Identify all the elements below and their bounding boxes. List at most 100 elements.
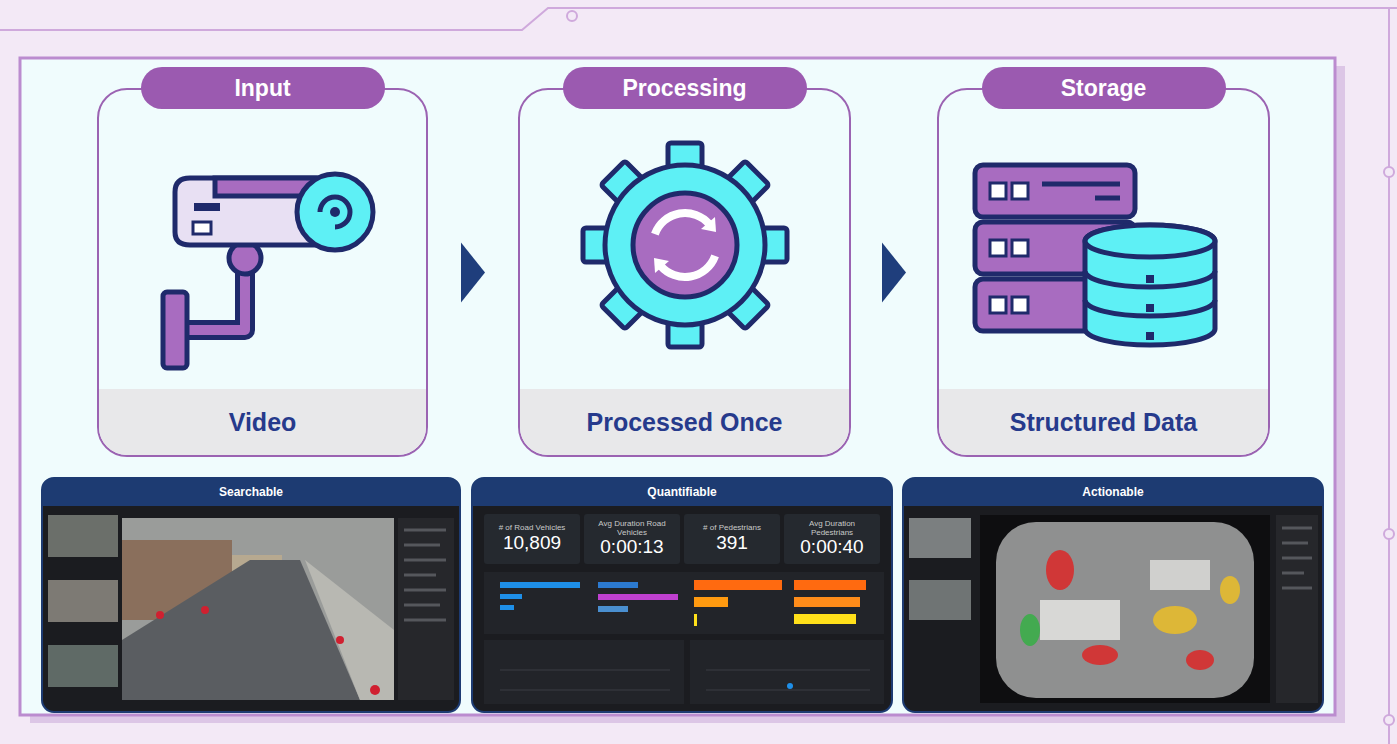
- screenshot-frame: [42, 478, 460, 712]
- flow-arrow: [461, 243, 485, 303]
- database-dot: [1146, 275, 1154, 283]
- chart-grid: [500, 670, 870, 690]
- screenshot-title: Quantifiable: [647, 485, 716, 499]
- stat-value: 391: [716, 533, 748, 554]
- chart-bar: [500, 594, 522, 599]
- stat-label: Avg Duration Pedestrians: [787, 520, 877, 538]
- screenshot-header: Actionable: [903, 478, 1323, 506]
- stat-label: # of Pedestrians: [703, 524, 761, 533]
- camera-arm: [187, 268, 245, 330]
- store-shelf: [1150, 560, 1210, 590]
- heat-spot: [1046, 550, 1074, 590]
- server-lines: [1042, 184, 1120, 198]
- person-marker: [370, 685, 380, 695]
- heatmap-screenshot: [903, 478, 1323, 712]
- chart-bar: [598, 582, 638, 588]
- screenshot-title: Searchable: [219, 485, 283, 499]
- person-marker: [336, 636, 344, 644]
- list-lines: [404, 530, 446, 620]
- camera-lens-ring: [320, 197, 350, 227]
- cycle-arrow-head: [654, 258, 669, 273]
- database-rings: [1085, 271, 1215, 316]
- thumbnail: [909, 580, 971, 620]
- heat-spot: [1153, 606, 1197, 634]
- chart-bar: [794, 614, 856, 624]
- search-screenshot: [42, 478, 460, 712]
- gear-wheel: [605, 165, 765, 325]
- chart-panel: [584, 572, 684, 634]
- heat-spot: [1020, 614, 1040, 646]
- flow-arrow: [882, 243, 906, 303]
- frame-dot: [567, 11, 577, 21]
- footer-band: Processed Once: [520, 389, 849, 455]
- chart-bar: [500, 605, 514, 610]
- screenshot-panel: Actionable: [903, 478, 1323, 712]
- chart-bar: [500, 582, 580, 588]
- server-unit: [975, 165, 1135, 217]
- server-led: [1012, 297, 1028, 313]
- screenshot-title: Actionable: [1082, 485, 1143, 499]
- chart-bar: [598, 594, 678, 600]
- stat-label: Avg Duration Road Vehicles: [587, 520, 677, 538]
- camera-lens-dot: [330, 207, 340, 217]
- camera-icon: [163, 174, 373, 368]
- fisheye-image: [996, 522, 1254, 698]
- gear-teeth: [583, 143, 787, 347]
- database-cylinder: [1085, 225, 1215, 345]
- camera-view: [980, 515, 1270, 703]
- heat-spot: [1220, 576, 1240, 604]
- screenshot-header: Searchable: [42, 478, 460, 506]
- side-list: [1276, 515, 1318, 703]
- side-list: [398, 518, 454, 700]
- screenshot-frame: [472, 478, 892, 712]
- chart-panel: [484, 572, 584, 634]
- header-pill: Storage: [982, 67, 1226, 109]
- person-marker: [201, 606, 209, 614]
- stat-tile: Avg Duration Road Vehicles0:00:13: [584, 514, 680, 564]
- frame-dot: [1384, 167, 1394, 177]
- chart-panel: [784, 572, 884, 634]
- camera-slot: [194, 203, 220, 211]
- screenshot-panel: Searchable: [42, 478, 460, 712]
- stat-tile: # of Pedestrians391: [684, 514, 780, 564]
- server-led: [990, 183, 1006, 199]
- thumbnail: [909, 518, 971, 558]
- chart-bar: [598, 606, 628, 612]
- camera-lens: [297, 174, 373, 250]
- camera-light: [193, 222, 211, 234]
- stage-title: Processing: [623, 75, 747, 102]
- frame-tab-line: [0, 8, 1397, 30]
- stat-tile: Avg Duration Pedestrians0:00:40: [784, 514, 880, 564]
- stage-card: StorageStructured Data: [937, 88, 1270, 457]
- header-pill: Input: [141, 67, 385, 109]
- chart-bar: [794, 597, 860, 607]
- cycle-arrow: [661, 256, 716, 277]
- street-image: [122, 518, 394, 700]
- gear-icon: [583, 143, 787, 347]
- footer-band: Video: [99, 389, 426, 455]
- chart-panel: [684, 572, 784, 634]
- chart-bar: [694, 597, 728, 607]
- stage-title: Input: [234, 75, 290, 102]
- server-led: [1012, 183, 1028, 199]
- stage-card: ProcessingProcessed Once: [518, 88, 851, 457]
- heat-spot: [1082, 645, 1118, 665]
- header-pill: Processing: [563, 67, 807, 109]
- stat-label: # of Road Vehicles: [499, 524, 566, 533]
- chart-bar: [694, 580, 782, 590]
- chart-panel: [484, 640, 684, 704]
- heat-spot: [1186, 650, 1214, 670]
- chart-point: [787, 683, 793, 689]
- footer-band: Structured Data: [939, 389, 1268, 455]
- thumbnail: [48, 580, 118, 622]
- database-dot: [1146, 304, 1154, 312]
- thumbnail: [48, 515, 118, 557]
- camera-wall-plate: [163, 292, 187, 368]
- stat-value: 10,809: [503, 533, 561, 554]
- screenshot-panel: Quantifiable # of Road Vehicles10,809 Avg …: [472, 478, 892, 712]
- server-led: [990, 240, 1006, 256]
